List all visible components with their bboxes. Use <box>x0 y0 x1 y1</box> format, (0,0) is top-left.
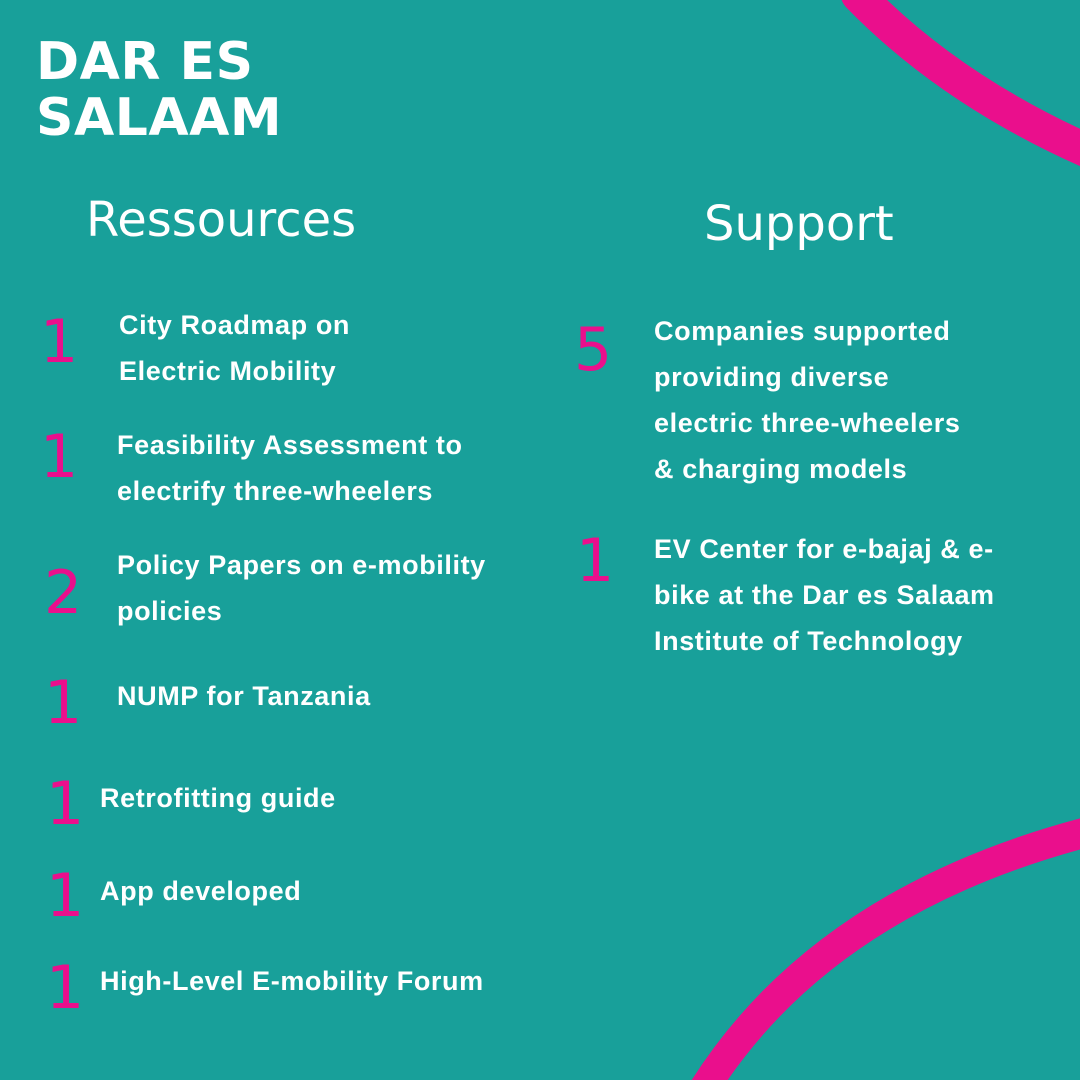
page-title: DAR ES SALAAM <box>36 34 456 146</box>
title-line-1: DAR ES <box>36 32 254 92</box>
resource-count: 1 <box>46 861 85 931</box>
resource-count: 1 <box>44 668 83 738</box>
resource-label: Feasibility Assessment to electrify thre… <box>117 430 463 506</box>
support-count: 5 <box>574 315 613 385</box>
bottom-right-arc <box>691 818 1080 1080</box>
resource-count: 2 <box>44 558 83 628</box>
resources-heading: Ressources <box>86 192 357 248</box>
support-heading: Support <box>704 196 894 252</box>
resource-label: High-Level E-mobility Forum <box>100 966 484 996</box>
title-line-2: SALAAM <box>36 88 283 148</box>
resource-label: NUMP for Tanzania <box>117 681 371 711</box>
resource-count: 1 <box>40 422 79 492</box>
support-label: EV Center for e-bajaj & e- bike at the D… <box>654 534 995 656</box>
resource-count: 1 <box>40 307 79 377</box>
resource-count: 1 <box>46 953 85 1023</box>
support-label: Companies supported providing diverse el… <box>654 316 961 484</box>
resource-label: App developed <box>100 876 302 906</box>
resource-label: City Roadmap on Electric Mobility <box>119 310 351 386</box>
top-right-arc <box>841 0 1080 167</box>
support-count: 1 <box>576 526 615 596</box>
resource-label: Retrofitting guide <box>100 783 336 813</box>
resource-label: Policy Papers on e-mobility policies <box>117 550 486 626</box>
resource-count: 1 <box>46 769 85 839</box>
